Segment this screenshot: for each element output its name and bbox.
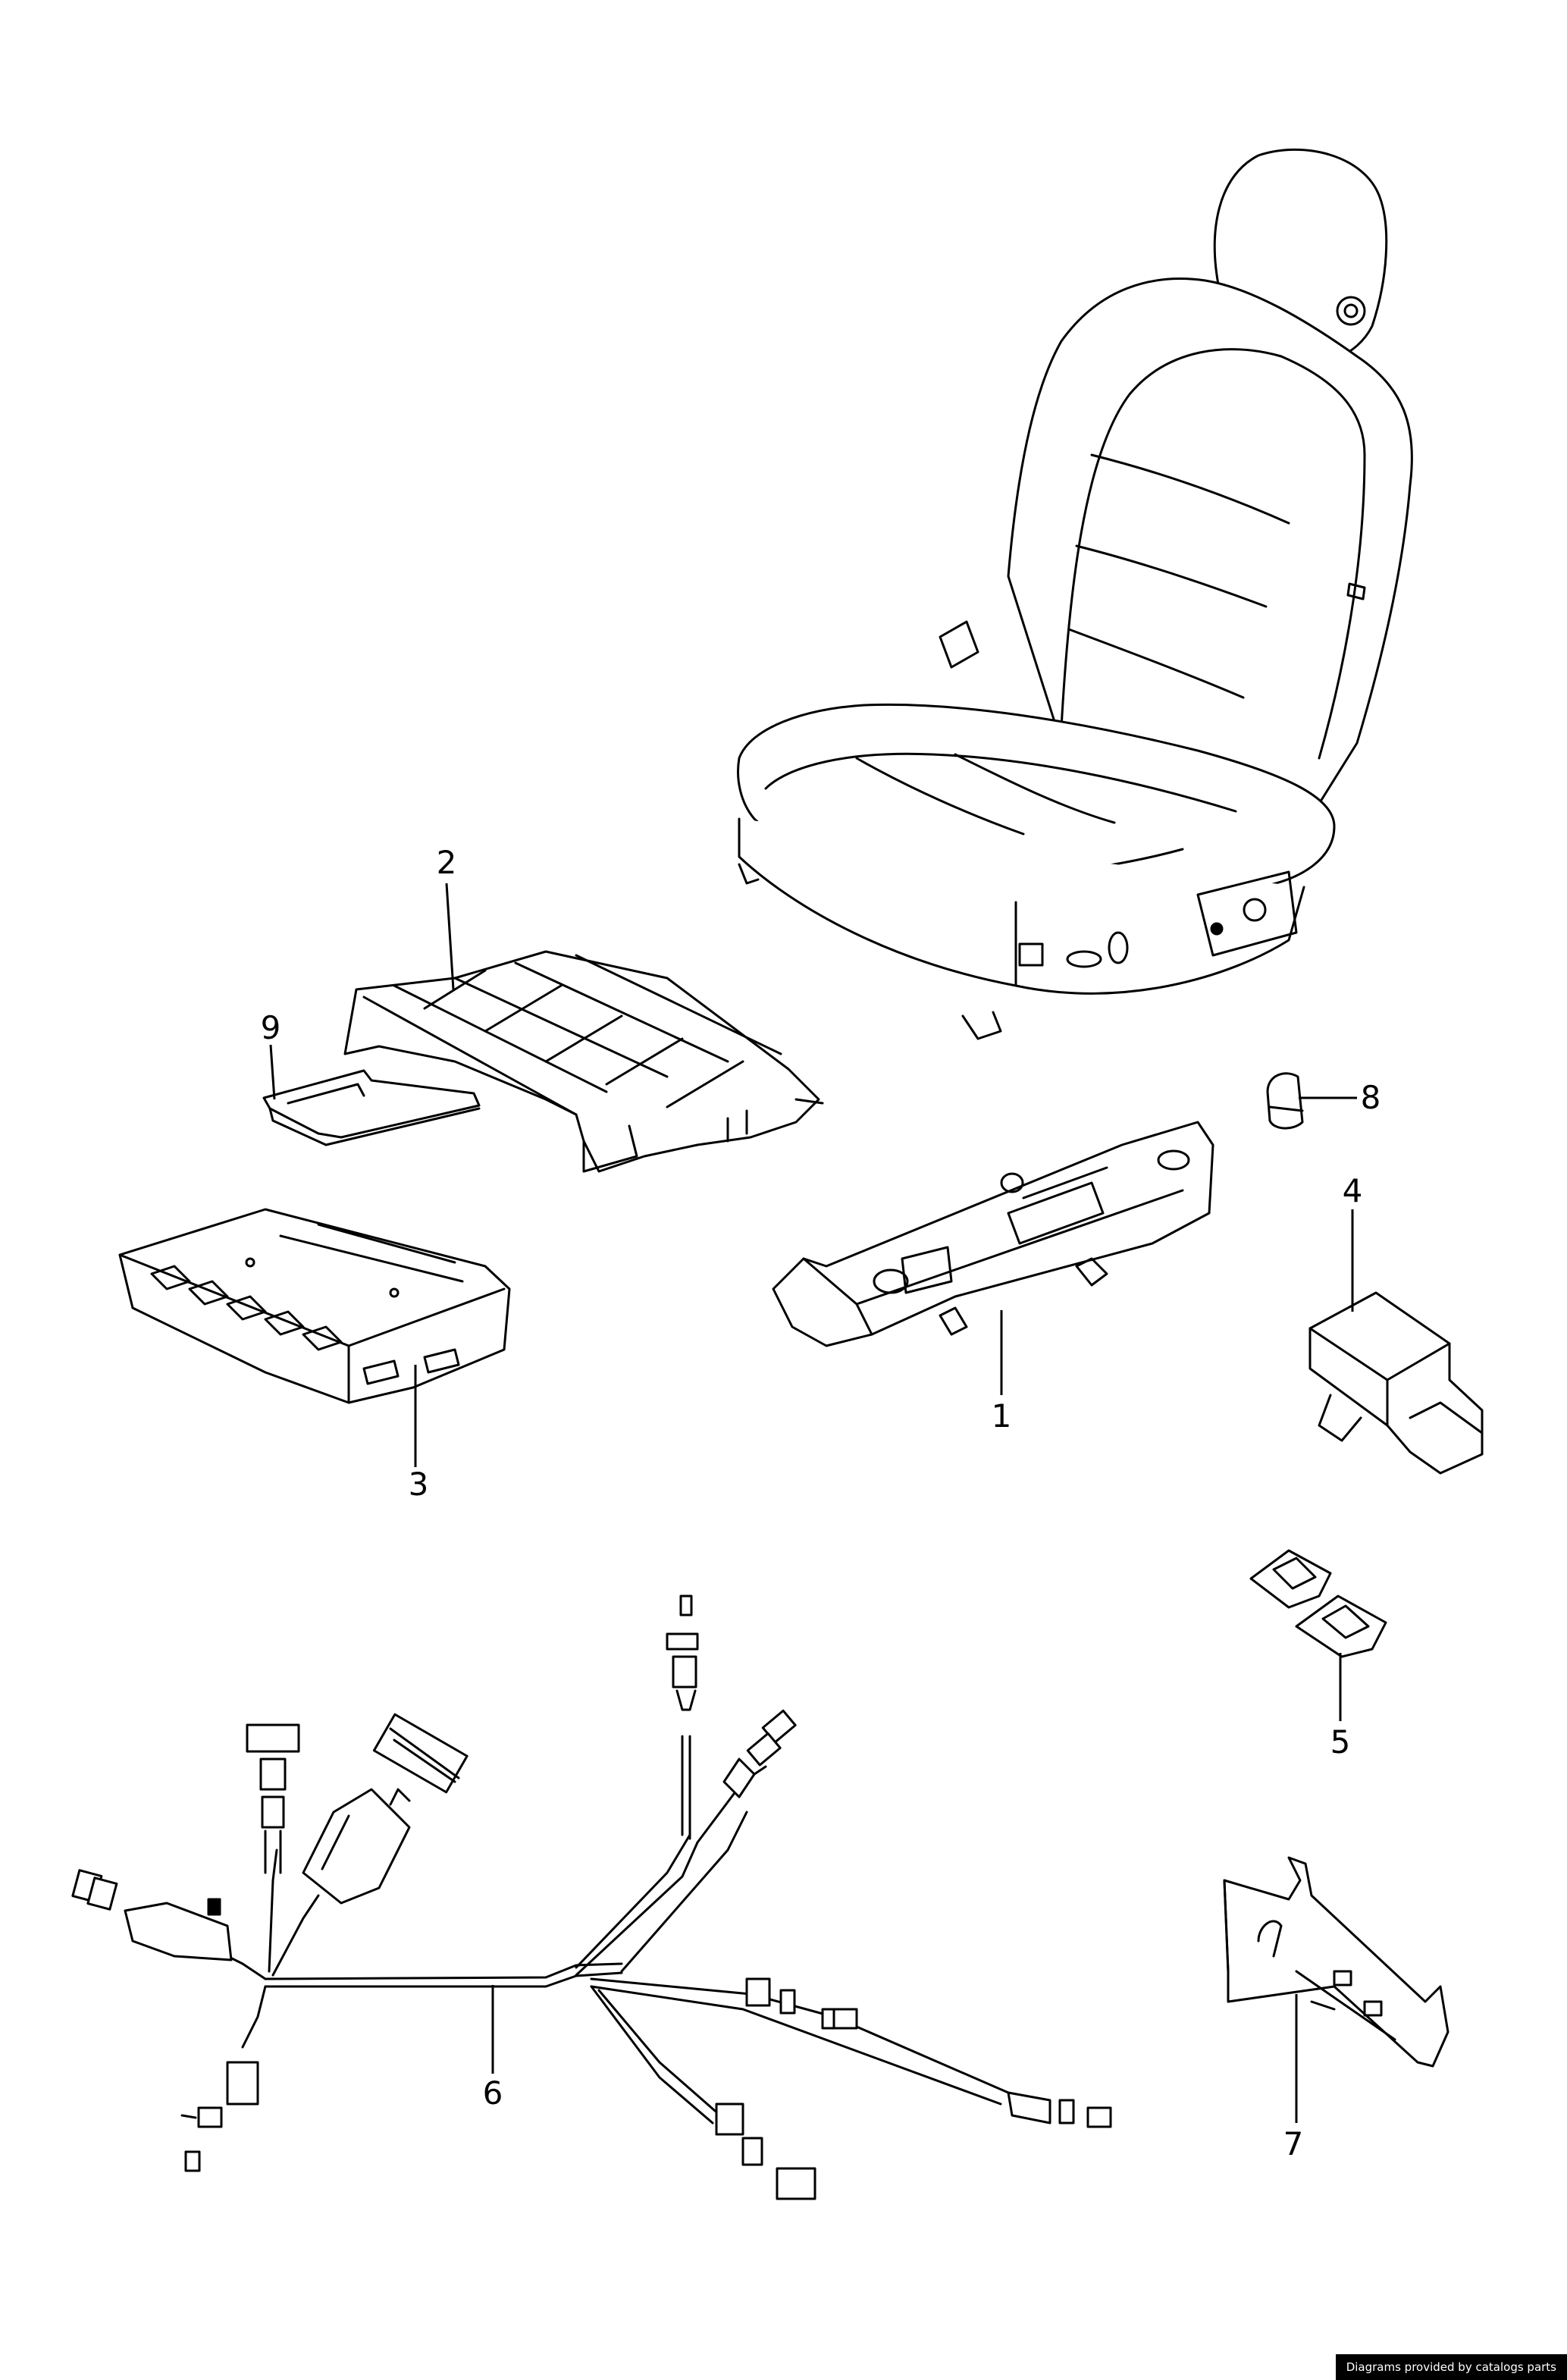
callout-9: 9 bbox=[261, 1009, 281, 1046]
part-1-switch[interactable] bbox=[772, 1121, 1214, 1347]
part-3-control-unit[interactable] bbox=[118, 1208, 511, 1404]
callout-6: 6 bbox=[483, 2074, 503, 2112]
callout-4: 4 bbox=[1343, 1172, 1363, 1209]
callout-3: 3 bbox=[409, 1466, 429, 1503]
part-7-bracket[interactable] bbox=[1223, 1856, 1449, 2068]
part-9-tray[interactable] bbox=[262, 1069, 481, 1146]
part-5-clips[interactable] bbox=[1249, 1549, 1387, 1658]
callout-5: 5 bbox=[1330, 1723, 1351, 1761]
leader-lines bbox=[269, 883, 1357, 2123]
callout-8: 8 bbox=[1361, 1079, 1381, 1116]
credit-badge: Diagrams provided by catalogs parts bbox=[1335, 2354, 1567, 2380]
part-4-module[interactable] bbox=[1308, 1291, 1484, 1475]
seat-assembly[interactable] bbox=[737, 148, 1413, 1040]
part-6-wiring-harness[interactable] bbox=[71, 1595, 1112, 2200]
callout-2: 2 bbox=[437, 844, 457, 881]
callout-1: 1 bbox=[992, 1397, 1012, 1435]
callout-labels: 2 9 3 1 4 8 5 6 7 bbox=[261, 844, 1381, 2162]
callout-7: 7 bbox=[1283, 2125, 1304, 2162]
part-2-frame[interactable] bbox=[343, 950, 824, 1173]
part-8-knob[interactable] bbox=[1266, 1072, 1304, 1130]
